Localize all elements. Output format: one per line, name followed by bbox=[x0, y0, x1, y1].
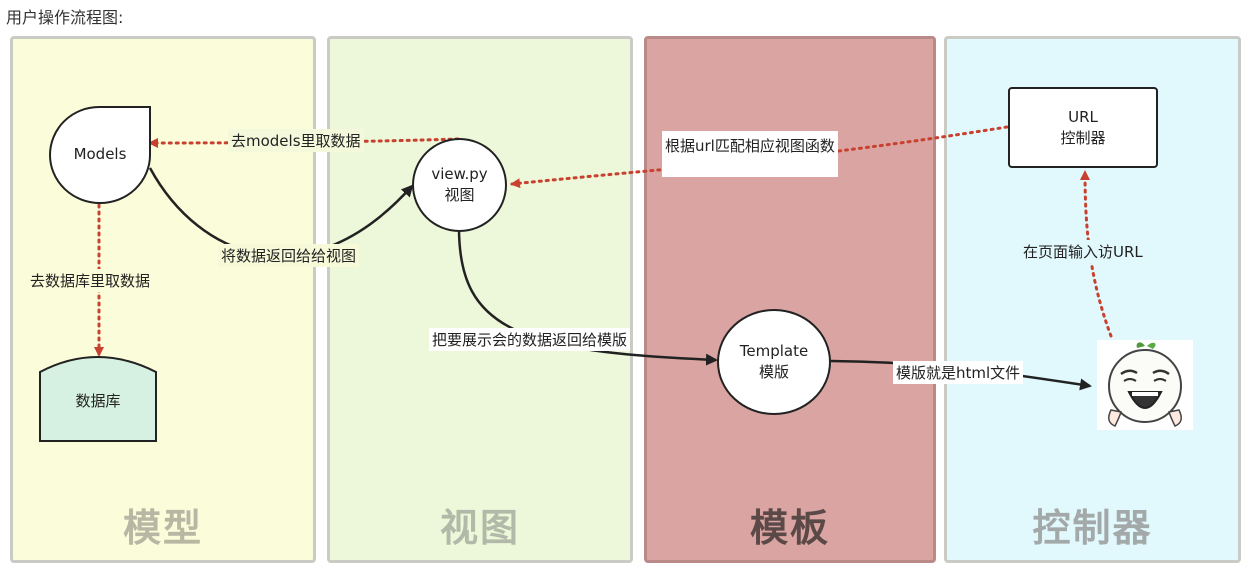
laughing-face-meme-icon bbox=[1097, 340, 1193, 430]
label-return-to-view: 将数据返回给给视图 bbox=[218, 244, 360, 267]
template-label-line1: Template bbox=[739, 342, 809, 360]
models-shape bbox=[48, 106, 151, 204]
lane-title-model: 模型 bbox=[122, 506, 203, 550]
label-user-input-url: 在页面输入访URL bbox=[1020, 240, 1146, 263]
lane-title-view: 视图 bbox=[439, 506, 520, 550]
url-label-line2: 控制器 bbox=[1060, 128, 1106, 147]
label-template-is-html: 模版就是html文件 bbox=[893, 361, 1024, 384]
template-label-line2: 模版 bbox=[758, 363, 789, 381]
url-label-line1: URL bbox=[1068, 107, 1098, 126]
template-node: Template 模版 bbox=[717, 309, 831, 415]
label-to-database: 去数据库里取数据 bbox=[27, 269, 154, 292]
view-label-line2: 视图 bbox=[444, 186, 475, 204]
label-to-models: 去models里取数据 bbox=[228, 129, 364, 152]
lane-title-controller: 控制器 bbox=[1032, 506, 1153, 550]
view-label-line1: view.py bbox=[431, 165, 488, 183]
database-shape bbox=[39, 356, 157, 442]
database-label: 数据库 bbox=[75, 391, 121, 410]
label-url-match: 根据url匹配相应视图函数 bbox=[662, 131, 838, 177]
database-node: 数据库 bbox=[42, 376, 154, 426]
lane-template: 模板 bbox=[644, 36, 936, 563]
view-node: view.py 视图 bbox=[412, 138, 507, 232]
models-node: Models bbox=[52, 124, 148, 184]
lane-title-template: 模板 bbox=[749, 506, 830, 550]
url-controller-node: URL 控制器 bbox=[1008, 87, 1158, 168]
page-heading: 用户操作流程图: bbox=[6, 8, 124, 27]
edge-models-to-view bbox=[148, 167, 414, 257]
label-to-template: 把要展示会的数据返回给模版 bbox=[429, 328, 631, 351]
lane-view: 视图 bbox=[327, 36, 633, 563]
models-label: Models bbox=[73, 144, 127, 163]
